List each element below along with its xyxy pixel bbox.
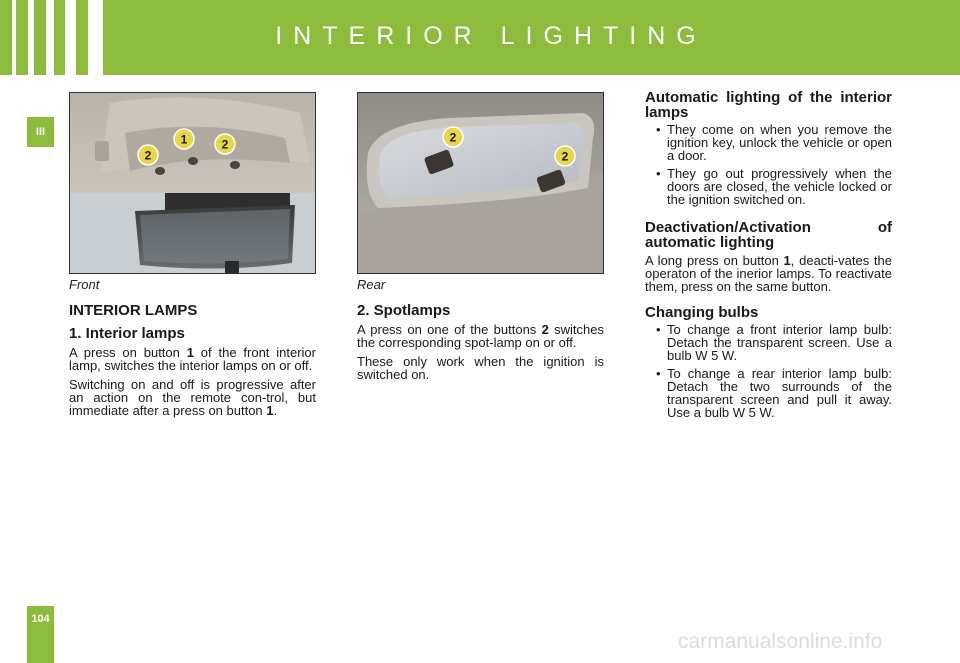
- section-title: INTERIOR LAMPS: [69, 302, 198, 319]
- paragraph: A press on button 1 of the front interio…: [69, 345, 316, 373]
- badge-2: 2: [442, 126, 464, 148]
- page-number: 104: [27, 606, 54, 663]
- paragraph: A long press on button 1, deacti-vates t…: [645, 253, 893, 294]
- header-stripe: [65, 0, 76, 75]
- badge-1: 1: [173, 128, 195, 150]
- front-lamp-photo: 2 1 2: [69, 92, 316, 274]
- badge-2: 2: [214, 133, 236, 155]
- bullet-list: •To change a front interior lamp bulb: D…: [645, 323, 892, 419]
- header-stripe: [12, 0, 16, 75]
- rear-caption: Rear: [357, 277, 386, 292]
- right-column: Automatic lighting of the interior lamps…: [645, 90, 892, 431]
- header-stripe: [88, 0, 103, 75]
- subsection-title: 1. Interior lamps: [69, 325, 185, 342]
- list-item: •To change a rear interior lamp bulb: De…: [656, 366, 892, 420]
- svg-text:2: 2: [145, 149, 152, 163]
- subsection-title: Automatic lighting of the interior lamps: [645, 89, 892, 121]
- page-title: INTERIOR LIGHTING: [275, 22, 707, 50]
- list-item: •They come on when you remove the igniti…: [656, 122, 892, 163]
- paragraph: A press on one of the buttons 2 switches…: [357, 322, 604, 350]
- list-item: •They go out progressively when the door…: [656, 166, 892, 207]
- rear-lamp-photo: 2 2: [357, 92, 604, 274]
- list-item: •To change a front interior lamp bulb: D…: [656, 322, 892, 363]
- svg-text:2: 2: [222, 138, 229, 152]
- middle-column: 2. Spotlamps A press on one of the butto…: [357, 292, 604, 387]
- subsection-title: Deactivation/Activation of automatic lig…: [645, 219, 892, 251]
- subsection-title: Changing bulbs: [645, 304, 759, 321]
- sidebar-strip: [0, 75, 54, 663]
- bullet-list: •They come on when you remove the igniti…: [645, 123, 892, 206]
- subsection-title: 2. Spotlamps: [357, 302, 451, 319]
- badge-2: 2: [554, 145, 576, 167]
- watermark: carmanualsonline.info: [678, 630, 883, 653]
- badge-2: 2: [137, 144, 159, 166]
- svg-text:2: 2: [450, 131, 457, 145]
- paragraph: Switching on and off is progressive afte…: [69, 377, 316, 418]
- header-band: [0, 0, 960, 75]
- svg-text:1: 1: [181, 133, 188, 147]
- paragraph: These only work when the ignition is swi…: [357, 354, 604, 382]
- chapter-tab[interactable]: III: [27, 117, 54, 147]
- svg-text:2: 2: [562, 150, 569, 164]
- header-stripe: [46, 0, 54, 75]
- front-caption: Front: [69, 277, 100, 292]
- left-column: INTERIOR LAMPS 1. Interior lamps A press…: [69, 292, 316, 423]
- header-stripe: [28, 0, 34, 75]
